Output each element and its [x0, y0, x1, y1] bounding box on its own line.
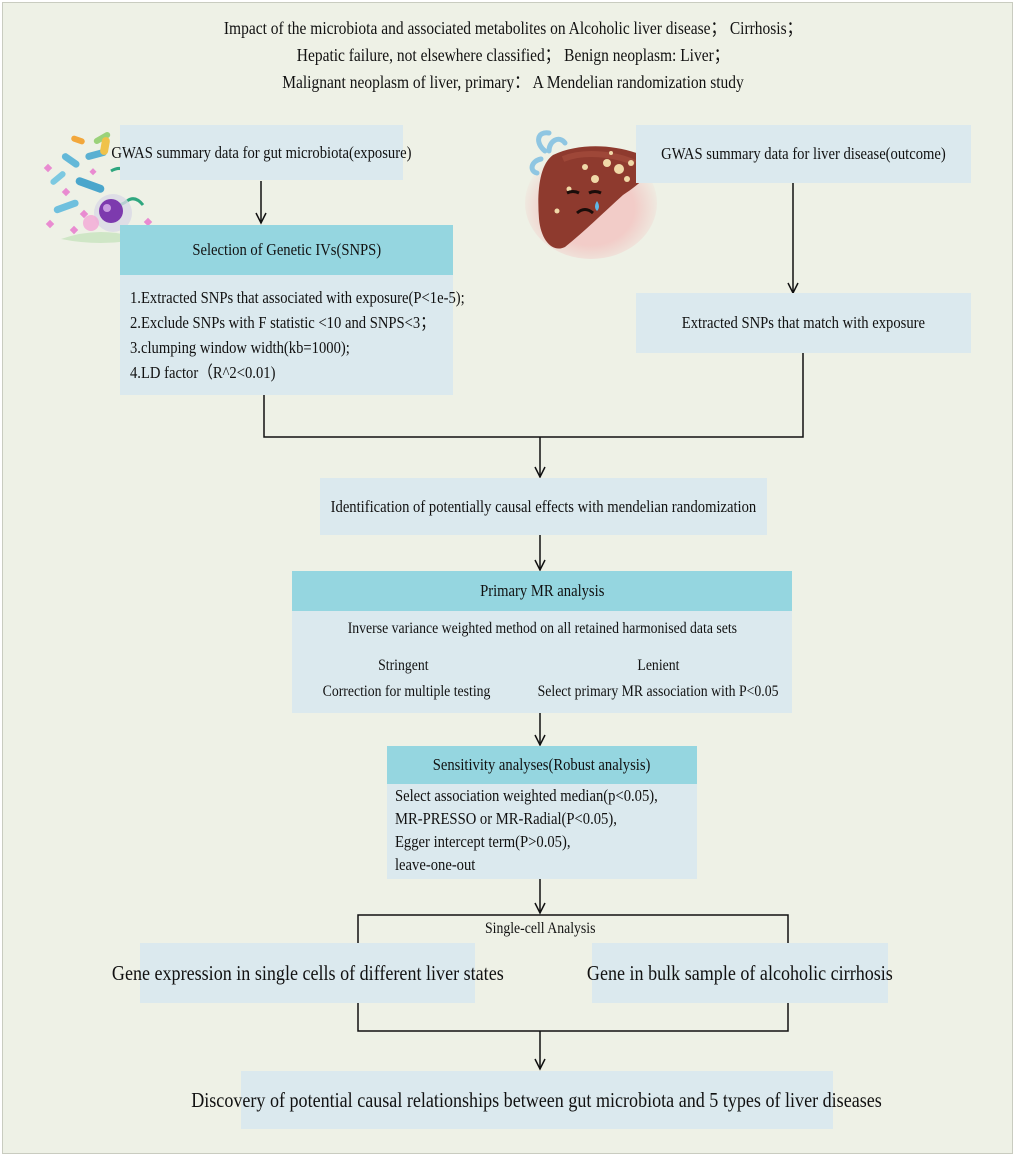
sensitivity-item: Select association weighted median(p<0.0… [395, 786, 658, 805]
sensitivity-item: Egger intercept term(P>0.05), [395, 832, 571, 851]
stringent-label: Stringent [377, 657, 429, 674]
sensitivity-body: Select association weighted median(p<0.0… [387, 784, 697, 879]
sensitivity-item: MR-PRESSO or MR-Radial(P<0.05), [395, 809, 617, 828]
selection-heading: Selection of Genetic IVs(SNPS) [120, 225, 453, 275]
sensitivity-heading-text: Sensitivity analyses(Robust analysis) [433, 755, 651, 774]
selection-item: 3.clumping window width(kb=1000); [130, 338, 350, 357]
sensitivity-item: leave-one-out [395, 855, 476, 874]
primary-heading-text: Primary MR analysis [479, 581, 605, 600]
single-cell-left-box: Gene expression in single cells of diffe… [112, 943, 503, 1003]
sad-face-icon [566, 190, 602, 215]
primary-method-text: Inverse variance weighted method on all … [347, 620, 737, 637]
single-cell-bracket [357, 914, 789, 943]
selection-item: 1.Extracted SNPs that associated with ex… [130, 288, 465, 307]
single-cell-left-text: Gene expression in single cells of diffe… [111, 960, 504, 985]
blood-vessel-icon [529, 130, 568, 176]
gwas-outcome-text: GWAS summary data for liver disease(outc… [661, 144, 946, 163]
sensitivity-heading: Sensitivity analyses(Robust analysis) [387, 746, 697, 784]
primary-heading: Primary MR analysis [292, 571, 792, 611]
single-cell-right-text: Gene in bulk sample of alcoholic cirrhos… [587, 960, 893, 985]
sad-liver-illustration [525, 130, 657, 259]
liver-highlight [561, 151, 637, 166]
selection-item: 2.Exclude SNPs with F statistic <10 and … [130, 313, 435, 332]
liver-spots-icon [554, 151, 634, 214]
merge-line-top [263, 353, 804, 438]
selection-criteria-box: 1.Extracted SNPs that associated with ex… [120, 275, 465, 395]
single-cell-label: Single-cell Analysis [484, 920, 596, 937]
selection-heading-text: Selection of Genetic IVs(SNPS) [192, 240, 381, 259]
single-cell-right-box: Gene in bulk sample of alcoholic cirrhos… [587, 943, 893, 1003]
title-line: Hepatic failure, not elsewhere classifie… [296, 45, 730, 65]
lenient-label: Lenient [636, 657, 680, 674]
lenient-text: Select primary MR association with P<0.0… [537, 683, 779, 700]
primary-body [292, 611, 792, 713]
extracted-match-box: Extracted SNPs that match with exposure [636, 293, 971, 353]
merge-line-bottom [357, 1003, 789, 1032]
gwas-exposure-box: GWAS summary data for gut microbiota(exp… [111, 125, 412, 180]
discovery-box: Discovery of potential causal relationsh… [192, 1071, 882, 1129]
title-line: Impact of the microbiota and associated … [223, 18, 803, 38]
identification-box: Identification of potentially causal eff… [320, 478, 767, 535]
liver-body [538, 146, 652, 249]
stringent-text: Correction for multiple testing [323, 683, 491, 700]
identification-text: Identification of potentially causal eff… [330, 496, 757, 516]
title-line: Malignant neoplasm of liver, primary： A … [282, 72, 744, 92]
extracted-match-text: Extracted SNPs that match with exposure [681, 313, 926, 332]
discovery-text: Discovery of potential causal relationsh… [191, 1087, 883, 1112]
gwas-outcome-box: GWAS summary data for liver disease(outc… [636, 125, 971, 183]
selection-item: 4.LD factor（R^2<0.01) [130, 363, 276, 382]
gwas-exposure-text: GWAS summary data for gut microbiota(exp… [111, 142, 412, 162]
page-title: Impact of the microbiota and associated … [212, 15, 814, 96]
